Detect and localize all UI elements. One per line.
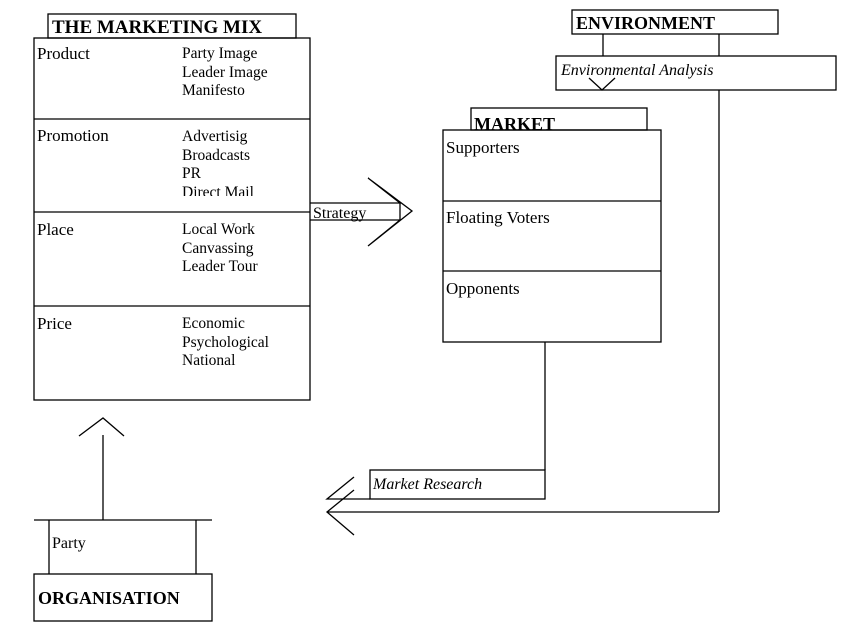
mix-items-place: Local Work Canvassing Leader Tour	[182, 221, 307, 272]
market-title: MARKET	[474, 114, 555, 134]
mix-item: PR	[182, 165, 201, 182]
mix-item: Broadcasts	[182, 146, 251, 164]
mix-item: Manifesto	[182, 82, 245, 99]
mix-items-promotion: Advertisig Broadcasts PR Direct Mail	[182, 128, 307, 196]
market-segment-supporters: Supporters	[446, 138, 520, 157]
mix-item: Advertisig	[182, 128, 248, 145]
mix-item: Leader Tour	[182, 258, 258, 272]
mix-category-promotion: Promotion	[37, 126, 109, 145]
marketing-mix-title: THE MARKETING MIX	[52, 17, 263, 38]
market-segment-floating-voters: Floating Voters	[446, 208, 550, 227]
organisation-up-arrow	[78, 417, 125, 437]
mix-category-place: Place	[37, 220, 74, 239]
marketing-mix-box	[33, 37, 311, 401]
environment-title: ENVIRONMENT	[576, 13, 716, 33]
market-research-label: Market Research	[373, 476, 483, 493]
mix-category-price: Price	[37, 314, 72, 333]
mix-item: Leader Image	[182, 63, 268, 81]
market-research-arrow	[325, 476, 370, 500]
market-research-box	[369, 469, 546, 500]
market-segment-opponents: Opponents	[446, 279, 520, 298]
market-box	[442, 129, 662, 343]
environment-title-box	[571, 9, 779, 35]
environment-feedback-arrow	[325, 489, 355, 536]
mix-item: Canvassing	[182, 239, 254, 257]
strategy-label: Strategy	[313, 205, 367, 222]
environmental-analysis-box	[555, 55, 837, 91]
mix-category-product: Product	[37, 44, 90, 63]
organisation-box	[33, 573, 213, 622]
mix-items-price: Economic Psychological National	[182, 315, 307, 366]
mix-item: Economic	[182, 315, 245, 332]
mix-item: Psychological	[182, 333, 269, 351]
mix-item: Direct Mail	[182, 183, 254, 197]
organisation-title: ORGANISATION	[38, 588, 180, 608]
env-analysis-down-arrow	[588, 77, 616, 91]
party-label: Party	[52, 535, 86, 552]
mix-item: Local Work	[182, 221, 255, 238]
mix-item: Party Image	[182, 45, 258, 62]
mix-item: National	[182, 352, 236, 366]
environmental-analysis-label: Environmental Analysis	[561, 62, 714, 79]
mix-items-product: Party Image Leader Image Manifesto	[182, 45, 307, 115]
